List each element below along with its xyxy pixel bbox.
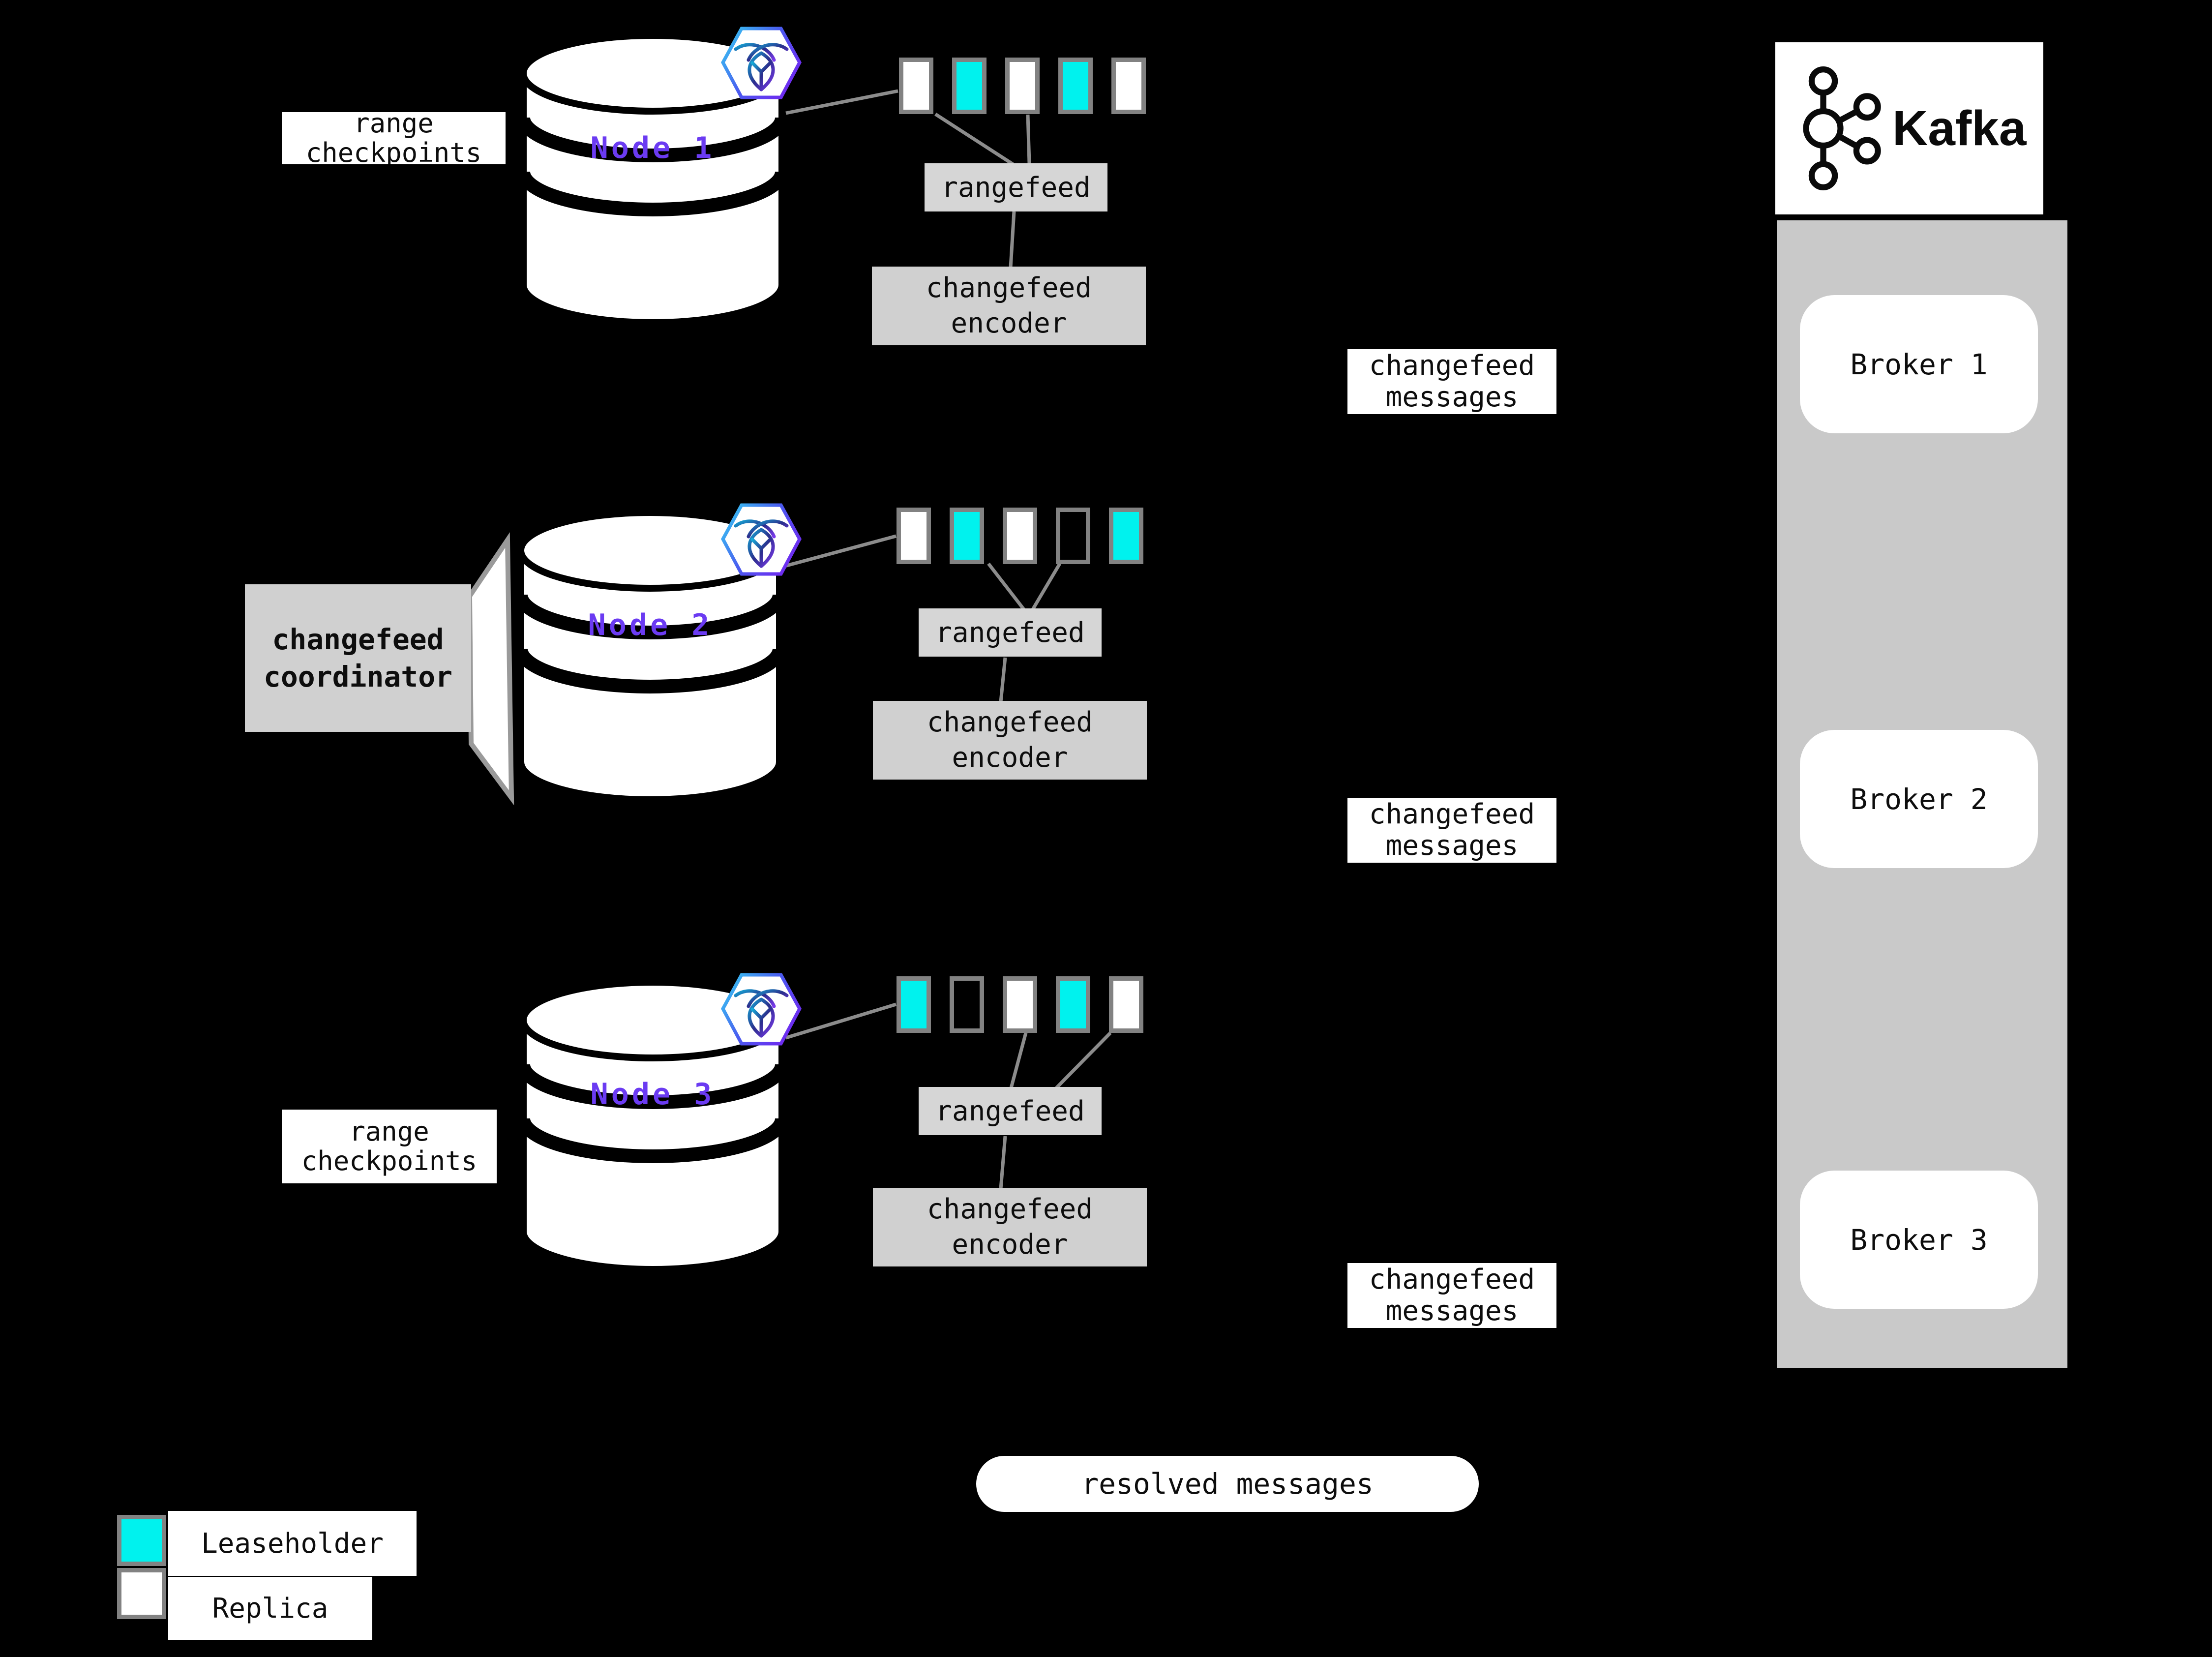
rangefeed-label: rangefeed [941,171,1091,204]
broker-3-label: Broker 3 [1850,1223,1988,1257]
rangefeed-label: rangefeed [935,616,1085,649]
node-2-replicas [897,508,1143,564]
replica-square [897,508,931,564]
changefeed-messages-label-2: changefeed messages [1347,798,1556,863]
cockroachdb-logo-icon [723,505,800,574]
node-1-changefeed-encoder: changefeed encoder [872,267,1146,345]
leaseholder-square [952,58,986,114]
range-checkpoints-label-bottom: range checkpoints [282,1110,497,1183]
encoder-line2: encoder [951,307,1067,339]
node-2-label: Node 2 [588,608,713,642]
node-2-changefeed-encoder: changefeed encoder [873,701,1147,780]
empty-replica-square [1056,508,1090,564]
range-checkpoints-label-top: range checkpoints [282,112,506,164]
broker-2-label: Broker 2 [1850,782,1988,816]
messages-line1: changefeed [1369,1264,1535,1295]
replica-square [1111,58,1146,114]
replica-square [1003,976,1037,1033]
cockroachdb-logo-icon [723,975,800,1044]
empty-replica-square [950,976,984,1033]
leaseholder-text: Leaseholder [201,1527,384,1560]
node-1-rangefeed: rangefeed [925,163,1107,211]
resolved-messages-pill: resolved messages [976,1456,1479,1512]
messages-line2: messages [1385,1295,1519,1327]
changefeed-coordinator-box: changefeed coordinator [245,584,471,732]
legend-leaseholder-swatch [117,1515,166,1566]
range-checkpoints-line2: checkpoints [305,137,482,165]
coordinator-line1: changefeed [272,623,444,656]
encoder-line2: encoder [952,742,1068,774]
range-checkpoints-line2: checkpoints [301,1145,478,1176]
replica-square [1003,508,1037,564]
messages-line1: changefeed [1369,798,1535,830]
replica-square [1109,976,1143,1033]
legend-leaseholder-label: Leaseholder [168,1511,417,1576]
resolved-messages-label: resolved messages [1081,1467,1374,1501]
replica-square [899,58,933,114]
leaseholder-square [950,508,984,564]
node-2-rangefeed: rangefeed [919,608,1102,657]
encoder-line2: encoder [952,1229,1068,1261]
replica-square [1005,58,1040,114]
node-3-label: Node 3 [590,1077,715,1112]
broker-1-label: Broker 1 [1850,347,1988,381]
range-checkpoints-line1: range [349,1116,429,1147]
legend-replica-label: Replica [168,1577,372,1640]
coordinator-flag-shape [467,532,514,806]
messages-line2: messages [1385,830,1519,862]
rangefeed-label: rangefeed [935,1095,1085,1127]
node-3-changefeed-encoder: changefeed encoder [873,1188,1147,1266]
replica-text: Replica [212,1592,329,1625]
connector-lines [782,89,1112,1189]
messages-line2: messages [1385,381,1519,413]
leaseholder-square [897,976,931,1033]
leaseholder-square [1109,508,1143,564]
messages-line1: changefeed [1369,350,1535,382]
leaseholder-square [1056,976,1090,1033]
changefeed-messages-label-3: changefeed messages [1347,1263,1556,1328]
kafka-icon [1803,66,1881,190]
leaseholder-square [1058,58,1093,114]
broker-1: Broker 1 [1800,295,2038,433]
kafka-logo-box: Kafka [1775,42,2043,214]
encoder-line1: changefeed [927,1193,1093,1225]
cockroachdb-logo-icon [723,29,800,97]
node-1-label: Node 1 [590,131,715,165]
node-3-replicas [897,976,1143,1033]
node-1-replicas [899,58,1146,114]
range-checkpoints-line1: range [354,112,434,139]
node-3-rangefeed: rangefeed [919,1087,1102,1135]
coordinator-line2: coordinator [263,660,453,693]
encoder-line1: changefeed [927,706,1093,738]
changefeed-messages-label-1: changefeed messages [1347,349,1556,414]
legend-replica-swatch [117,1568,166,1619]
broker-3: Broker 3 [1800,1171,2038,1309]
broker-2: Broker 2 [1800,730,2038,868]
encoder-line1: changefeed [926,272,1092,304]
kafka-title: Kafka [1892,100,2027,156]
